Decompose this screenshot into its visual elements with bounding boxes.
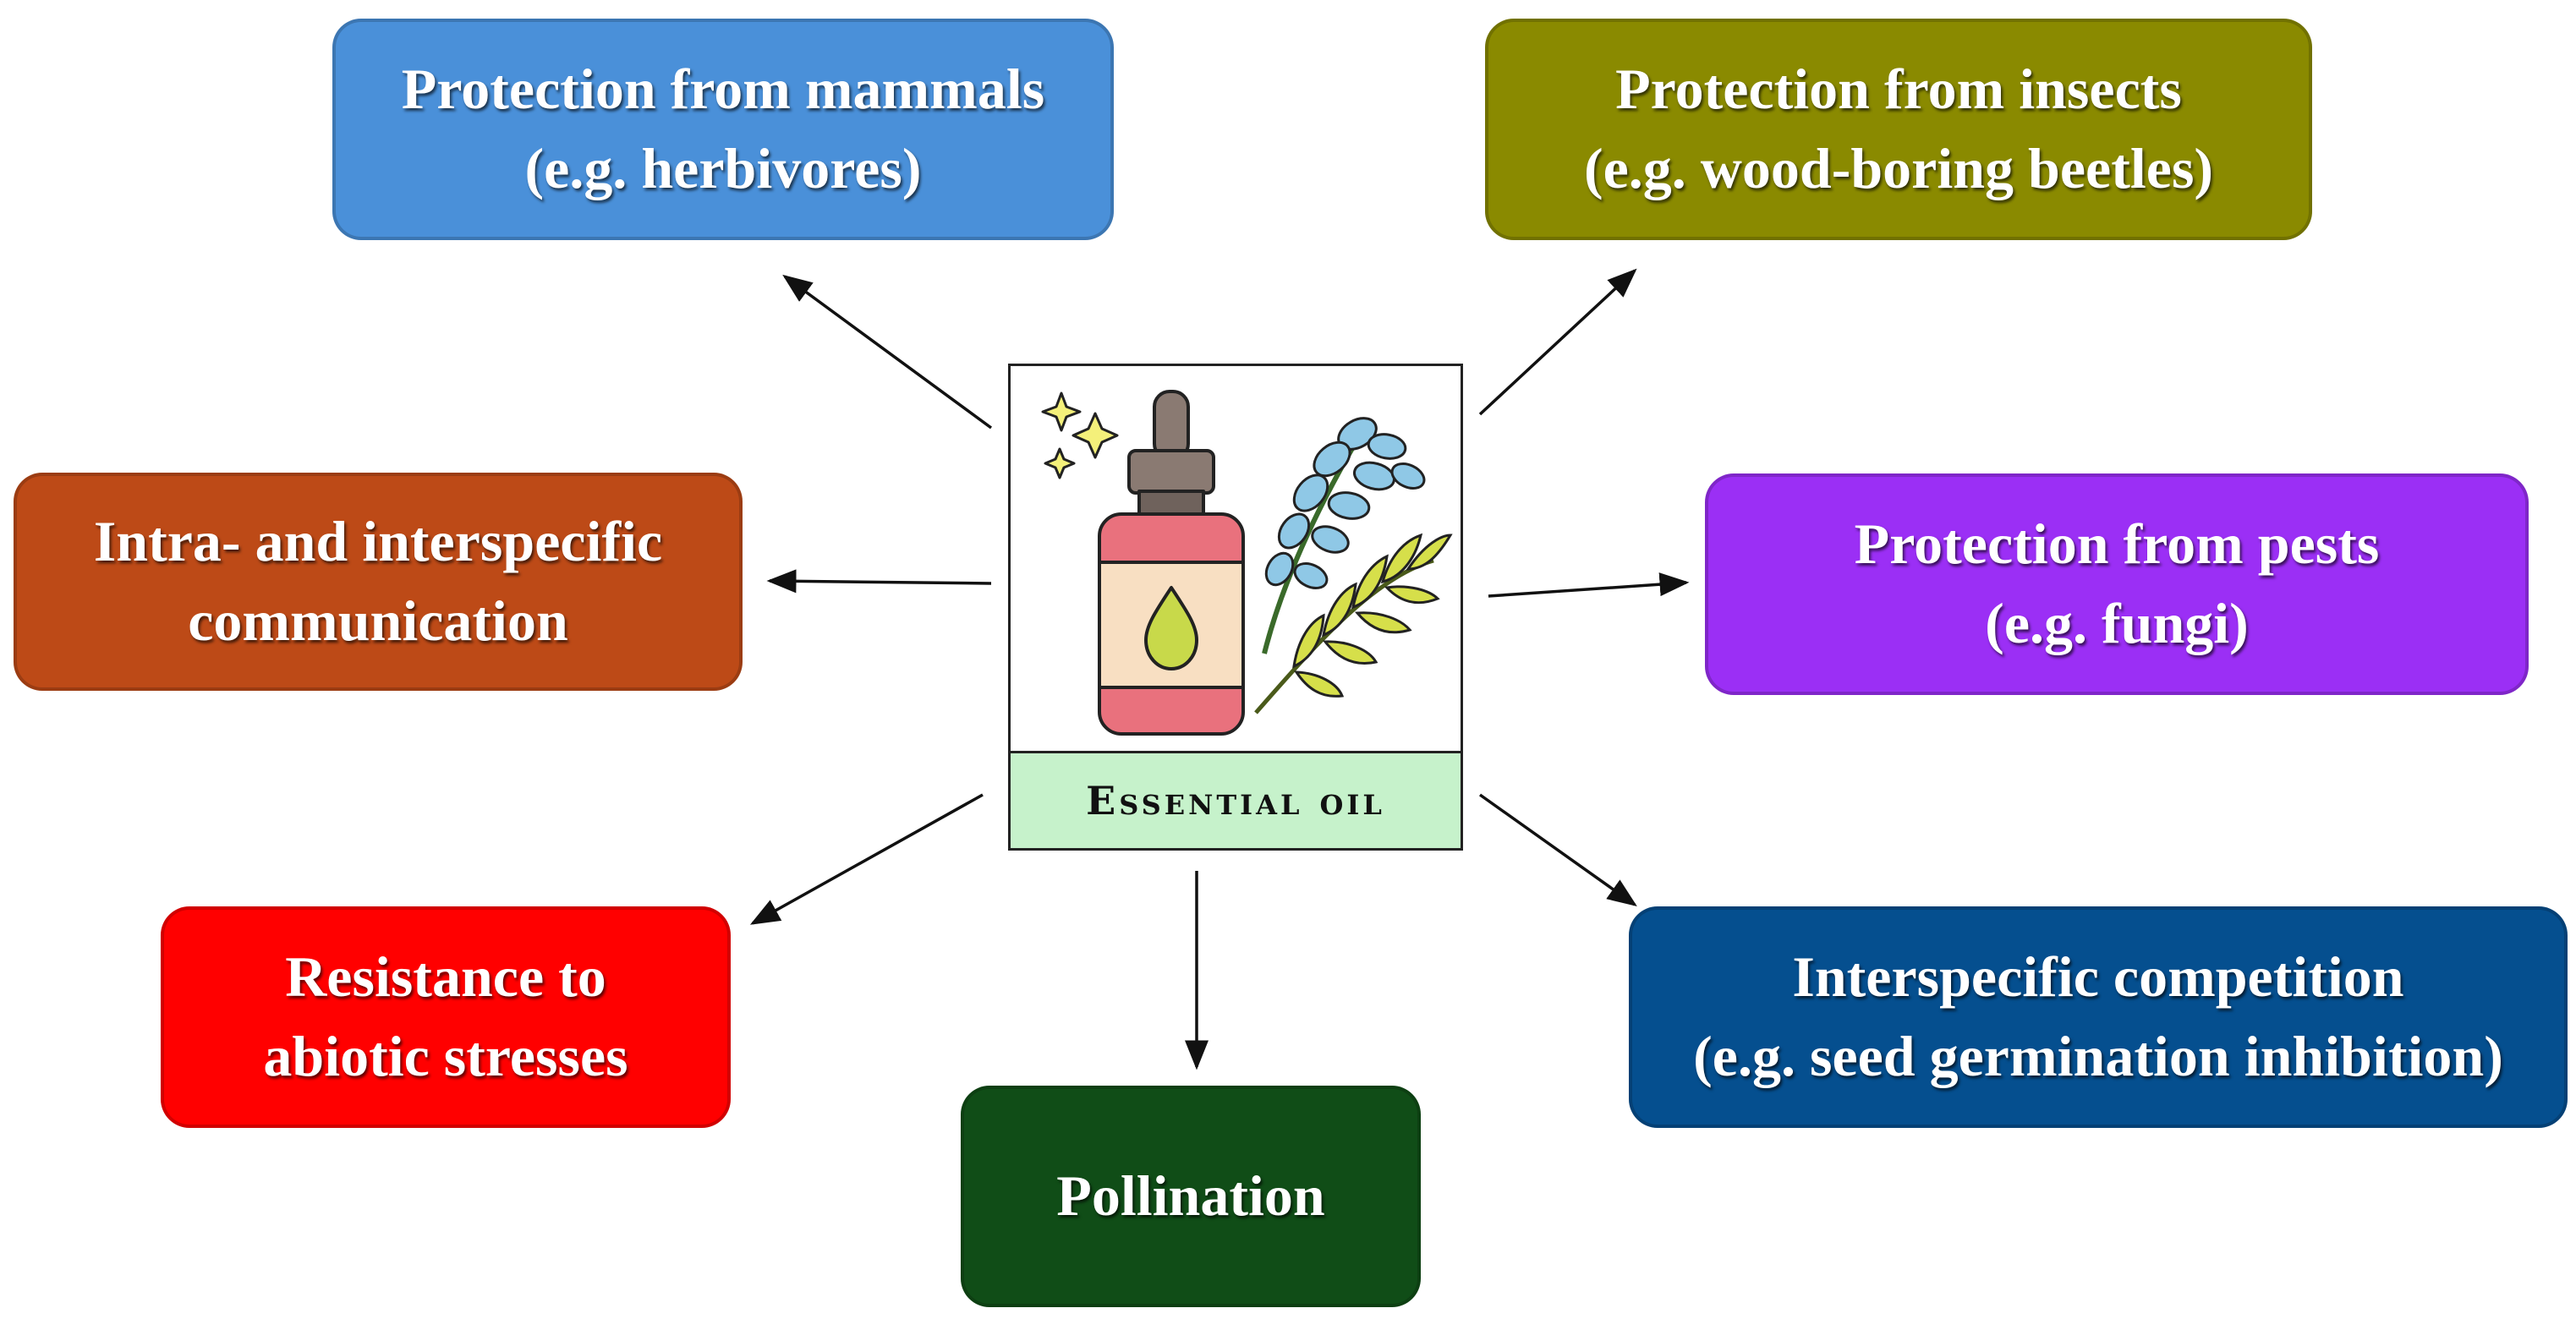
box-line-1: Protection from insects bbox=[1615, 57, 2182, 122]
box-protection-from-insects: Protection from insects (e.g. wood-borin… bbox=[1485, 19, 2312, 240]
lavender-sprig-icon bbox=[1262, 417, 1426, 654]
box-intra-interspecific-communication: Intra- and interspecific communication bbox=[14, 473, 743, 691]
box-line-1: Protection from mammals bbox=[401, 57, 1045, 122]
box-line-2: (e.g. herbivores) bbox=[524, 136, 922, 200]
arrow-to-competition bbox=[1478, 793, 1637, 907]
box-protection-from-mammals: Protection from mammals (e.g. herbivores… bbox=[332, 19, 1114, 240]
box-interspecific-competition: Interspecific competition (e.g. seed ger… bbox=[1629, 906, 2568, 1128]
box-line-2: communication bbox=[188, 588, 568, 653]
box-protection-from-pests: Protection from pests (e.g. fungi) bbox=[1705, 473, 2529, 695]
box-line-1: Resistance to bbox=[285, 944, 606, 1010]
arrow-to-insects bbox=[1478, 268, 1637, 416]
box-line-2: (e.g. fungi) bbox=[1985, 591, 2249, 655]
essential-oil-illustration bbox=[1041, 390, 1453, 736]
essential-oil-label: Essential oil bbox=[1011, 751, 1461, 848]
arrow-to-abiotic bbox=[749, 793, 984, 925]
box-resistance-to-abiotic-stresses: Resistance to abiotic stresses bbox=[161, 906, 731, 1128]
essential-oil-bottle-icon bbox=[1098, 390, 1245, 736]
essential-oil-center: Essential oil bbox=[1008, 364, 1463, 851]
leaf-branch-icon bbox=[1254, 533, 1453, 714]
box-line-1: Interspecific competition bbox=[1792, 944, 2404, 1010]
box-line-1: Protection from pests bbox=[1854, 512, 2380, 577]
box-line-2: (e.g. seed germination inhibition) bbox=[1693, 1024, 2503, 1088]
box-line-1: Intra- and interspecific bbox=[93, 509, 663, 574]
box-line-2: abiotic stresses bbox=[263, 1024, 628, 1088]
arrow-to-mammals bbox=[782, 274, 993, 430]
box-pollination: Pollination bbox=[961, 1086, 1421, 1307]
box-line-1: Pollination bbox=[1056, 1163, 1325, 1229]
arrow-to-pests bbox=[1488, 572, 1690, 598]
sparkle-icon bbox=[1041, 391, 1119, 479]
box-line-2: (e.g. wood-boring beetles) bbox=[1583, 136, 2214, 200]
arrow-to-communication bbox=[766, 569, 992, 594]
